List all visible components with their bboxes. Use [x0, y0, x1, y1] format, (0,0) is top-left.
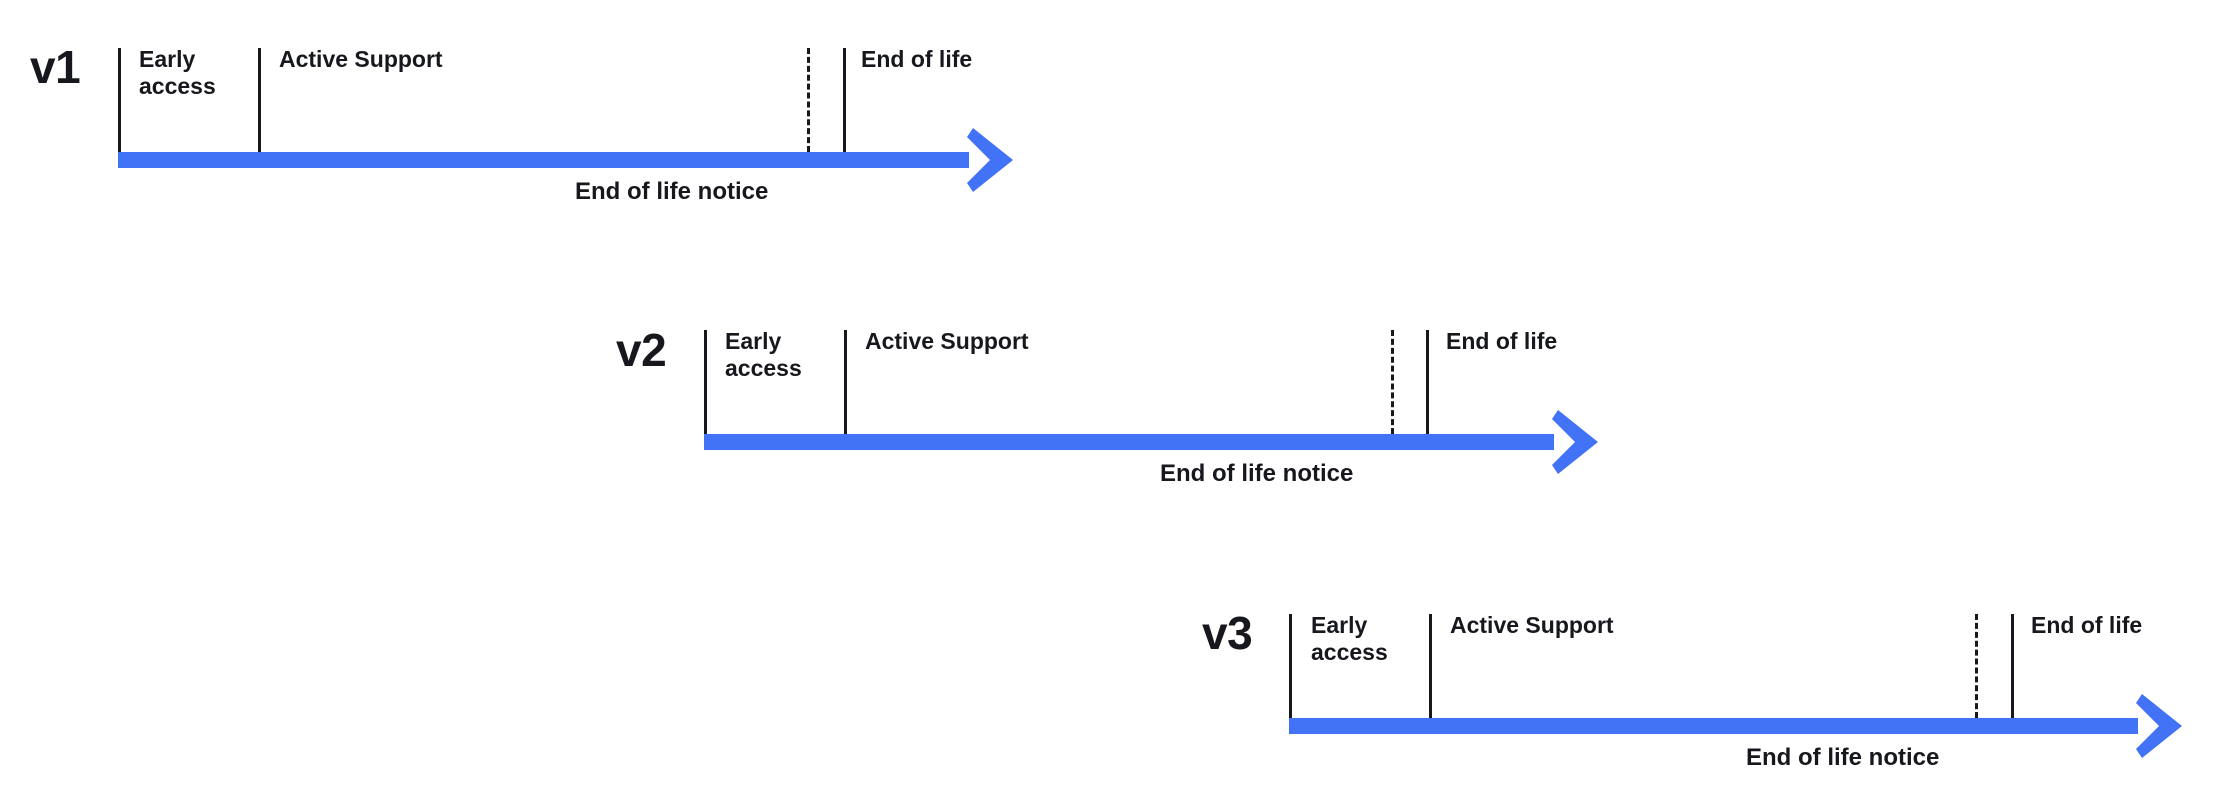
version-label-v1: v1 [30, 41, 81, 93]
version-label-v2: v2 [616, 324, 667, 376]
lifecycle-bar-v3 [1289, 718, 2138, 734]
phase-label: Early access [139, 46, 216, 99]
divider-tick-solid-v3-0 [1289, 614, 1292, 718]
divider-tick-solid-v1-1 [258, 48, 261, 152]
end-of-life-notice-label: End of life notice [1746, 744, 1940, 771]
phase-label: End of life [861, 46, 973, 72]
phase-label: End of life [1446, 328, 1558, 354]
end-of-life-notice-label: End of life notice [575, 178, 769, 205]
phase-label: Active Support [279, 46, 443, 72]
end-of-life-notice-label: End of life notice [1160, 460, 1354, 487]
divider-tick-solid-v3-1 [1429, 614, 1432, 718]
divider-tick-solid-v1-0 [118, 48, 121, 152]
divider-tick-solid-v3-3 [2011, 614, 2014, 718]
divider-tick-dashed-v3-2 [1975, 614, 1978, 718]
arrow-right-icon-v3 [2136, 694, 2182, 758]
arrow-right-icon-v1 [967, 128, 1013, 192]
phase-label: Early access [725, 328, 802, 381]
phase-label: Active Support [1450, 612, 1614, 638]
divider-tick-dashed-v2-2 [1391, 330, 1394, 434]
divider-tick-solid-v2-1 [844, 330, 847, 434]
phase-label: Active Support [865, 328, 1029, 354]
divider-tick-solid-v2-0 [704, 330, 707, 434]
arrow-right-icon-v2 [1552, 410, 1598, 474]
divider-tick-solid-v1-3 [843, 48, 846, 152]
lifecycle-bar-v2 [704, 434, 1554, 450]
divider-tick-dashed-v1-2 [807, 48, 810, 152]
phase-label: End of life [2031, 612, 2143, 638]
phase-label: Early access [1311, 612, 1388, 665]
version-label-v3: v3 [1202, 607, 1253, 659]
lifecycle-bar-v1 [118, 152, 969, 168]
divider-tick-solid-v2-3 [1426, 330, 1429, 434]
